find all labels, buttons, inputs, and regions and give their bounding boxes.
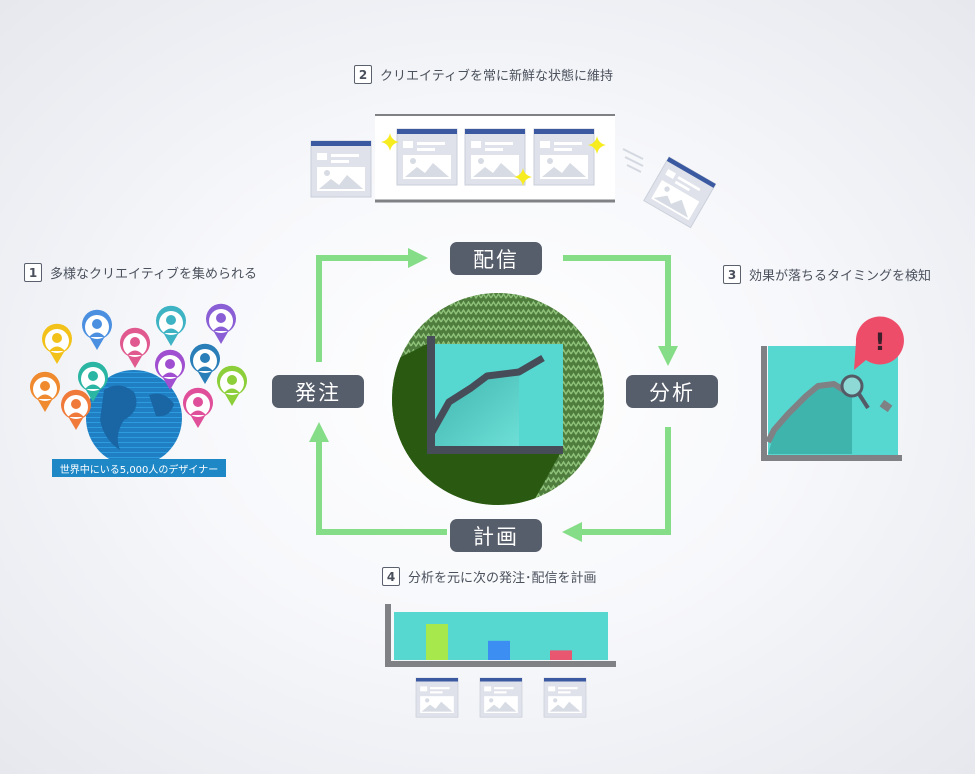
- plan-bar: [426, 624, 448, 660]
- designer-pin-icon: [190, 343, 220, 384]
- designer-pin-icon: [61, 389, 91, 430]
- step-2-number: 2: [354, 65, 372, 84]
- cycle-analyze-label: 分析: [626, 375, 718, 408]
- designer-pin-icon: [217, 365, 247, 406]
- plan-bar: [488, 640, 510, 660]
- designer-pin-icon: [155, 349, 185, 390]
- planned-creative-card: [479, 677, 523, 718]
- step-2-label: クリエイティブを常に新鮮な状態に維持: [380, 69, 613, 84]
- designer-pin-icon: [183, 387, 213, 428]
- plan-bar: [550, 650, 572, 660]
- magnifier-icon: [840, 374, 864, 398]
- decline-detection-chart: !: [761, 316, 904, 461]
- step-3-number: 3: [723, 265, 741, 284]
- designers-banner: 世界中にいる5,000人のデザイナー: [52, 459, 226, 477]
- planned-creative-card: [415, 677, 459, 718]
- designer-pin-icon: [156, 305, 186, 346]
- planned-creative-card: [543, 677, 587, 718]
- step-3-label: 効果が落ちるタイミングを検知: [749, 269, 932, 284]
- creative-refresh-illustration: [310, 114, 717, 229]
- step-2-title: 2 クリエイティブを常に新鮮な状態に維持: [354, 65, 613, 84]
- plan-bar-chart: [385, 604, 616, 718]
- alert-symbol: !: [875, 328, 886, 356]
- step-1-title: 1 多様なクリエイティブを集められる: [24, 263, 257, 282]
- step-4-title: 4 分析を元に次の発注･配信を計画: [382, 567, 597, 586]
- designer-pin-icon: [206, 303, 236, 344]
- designer-pin-icon: [120, 327, 150, 368]
- designer-pin-icon: [30, 371, 60, 412]
- cycle-order-label: 発注: [272, 375, 364, 408]
- designer-pin-icon: [42, 323, 72, 364]
- alert-bubble-icon: [854, 316, 904, 370]
- step-4-label: 分析を元に次の発注･配信を計画: [408, 571, 597, 586]
- designer-pin-icon: [78, 361, 108, 402]
- step-1-number: 1: [24, 263, 42, 282]
- step-3-title: 3 効果が落ちるタイミングを検知: [723, 265, 931, 284]
- cycle-plan-label: 計画: [450, 519, 542, 552]
- designers-globe-illustration: [86, 370, 182, 466]
- center-chart-emblem: [392, 293, 604, 505]
- designer-pin-icon: [82, 309, 112, 350]
- cycle-deliver-label: 配信: [450, 242, 542, 275]
- step-1-label: 多様なクリエイティブを集められる: [50, 267, 257, 282]
- step-4-number: 4: [382, 567, 400, 586]
